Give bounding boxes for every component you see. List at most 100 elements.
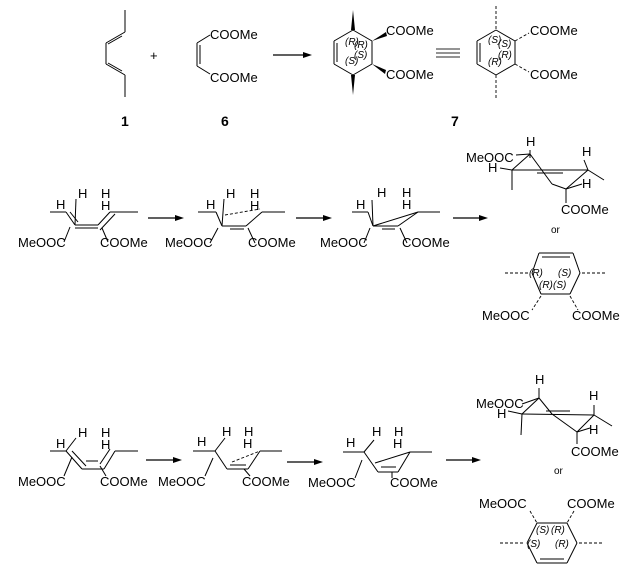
h-label: H [78,186,87,201]
pathway-2-product-flat [500,510,604,564]
h-label: H [589,388,598,403]
stereo-label: (R) [354,40,368,51]
compound-7-label: 7 [451,113,459,129]
pathway-1-ts-3 [352,199,440,244]
h-label: H [101,437,110,452]
stereo-label: (S) [558,268,571,279]
h-label: H [356,197,365,212]
h-label: H [206,197,215,212]
product-7-right-coome-top: COOMe [530,23,578,38]
pathway-2-ts-3 [343,439,432,479]
pathway-1-arrow-1 [148,215,184,221]
h-label: H [244,424,253,439]
meooc-label: MeOOC [165,235,213,250]
compound-1-label: 1 [121,113,129,129]
h-label: H [402,197,411,212]
stereo-label: (R) [539,280,553,291]
coome-label: COOMe [100,474,148,489]
coome-label: COOMe [390,475,438,490]
compound-6-label: 6 [221,113,229,129]
h-label: H [488,160,497,175]
meooc-label: MeOOC [479,496,527,511]
pathway-2-ts-1 [50,437,138,477]
pathway-2-arrow-1 [146,457,182,463]
h-label: H [101,425,110,440]
stereo-label: (R) [551,525,565,536]
coome-label: COOMe [100,235,148,250]
h-label: H [582,144,591,159]
or-label: or [551,225,561,236]
h-label: H [243,436,252,451]
compound-6-coome-top: COOMe [210,27,258,42]
meooc-label: MeOOC [18,474,66,489]
stereo-label: (R) [345,37,359,48]
pathway-2-ts-2 [193,437,282,477]
product-7-left-structure [333,10,387,95]
stereo-label: (S) [345,56,358,67]
h-label: H [56,436,65,451]
meooc-label: MeOOC [320,235,368,250]
compound-6-coome-bottom: COOMe [210,70,258,85]
product-7-left-coome-bottom: COOMe [386,67,434,82]
plus-sign: + [150,48,158,63]
stereo-label: (S) [527,539,540,550]
h-label: H [393,436,402,451]
coome-label: COOMe [242,474,290,489]
pathway-2-arrow-3 [446,457,481,463]
stereo-label: (R) [555,539,569,550]
pathway-1-arrow-2 [296,215,332,221]
h-label: H [56,197,65,212]
h-label: H [101,198,110,213]
coome-label: COOMe [572,308,620,323]
h-label: H [497,406,506,421]
meooc-label: MeOOC [158,474,206,489]
equivalence-sign [436,48,460,58]
coome-label: COOMe [402,235,450,250]
coome-label: COOMe [571,444,619,459]
pathway-2-product-3d [507,388,613,444]
h-label: H [377,185,386,200]
h-label: H [101,186,110,201]
meooc-label: MeOOC [482,308,530,323]
compound-6-structure [196,34,211,75]
stereo-label: (S) [498,39,511,50]
meooc-label: MeOOC [466,150,514,165]
pathway-1-product-3d [499,150,605,203]
stereo-label: (S) [488,35,501,46]
pathway-1-product-flat [505,252,606,311]
coome-label: COOMe [248,235,296,250]
stereo-label: (R) [529,268,543,279]
stereo-label: (R) [488,57,502,68]
pathway-1-ts-2 [198,198,285,244]
h-label: H [589,422,598,437]
coome-label: COOMe [567,496,615,511]
or-label: or [554,466,564,477]
h-label: H [394,424,403,439]
coome-label: COOMe [561,202,609,217]
h-label: H [250,186,259,201]
meooc-label: MeOOC [308,475,356,490]
meooc-label: MeOOC [18,235,66,250]
pathway-1-arrow-3 [453,215,488,221]
h-label: H [226,186,235,201]
stereo-label: (S) [553,280,566,291]
h-label: H [535,372,544,387]
pathway-2-arrow-2 [287,459,323,465]
product-7-right-coome-bottom: COOMe [530,67,578,82]
product-7-left-coome-top: COOMe [386,23,434,38]
h-label: H [222,424,231,439]
h-label: H [78,425,87,440]
stereo-label: (S) [354,50,367,61]
h-label: H [582,176,591,191]
h-label: H [197,434,206,449]
product-7-right-structure [476,6,530,99]
stereo-label: (S) [536,525,549,536]
h-label: H [402,185,411,200]
stereo-label: (R) [498,50,512,61]
pathway-1-ts-1 [50,198,138,243]
meooc-label: MeOOC [476,396,524,411]
h-label: H [250,198,259,213]
reaction-arrow-top [273,52,312,58]
h-label: H [372,424,381,439]
